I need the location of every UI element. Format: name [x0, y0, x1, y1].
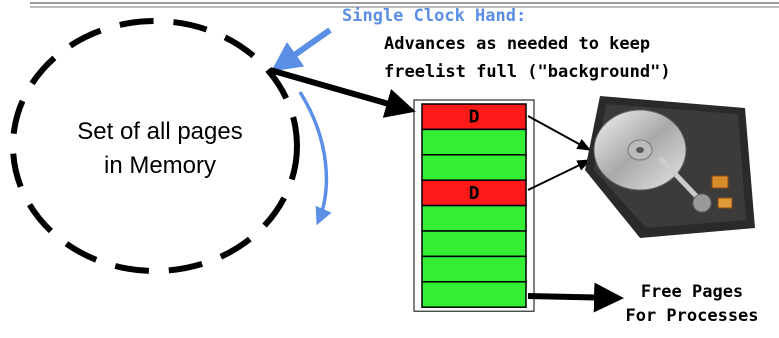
- freelist-slot-6-free: [421, 230, 527, 258]
- clock-hand-description-line2: freelist full ("background"): [384, 62, 671, 82]
- freelist-slot-5-free: [421, 204, 527, 232]
- freelist-slot-7-free: [421, 255, 527, 283]
- free-pages-arrow: [527, 282, 624, 313]
- dirty-writeback-arrow-1: [527, 115, 592, 151]
- freelist-slot-1-mark: D: [469, 107, 480, 128]
- clock-hand-title: Single Clock Hand:: [342, 6, 527, 26]
- to-freelist-arrow: [269, 67, 416, 118]
- freelist-slot-2-free: [421, 128, 527, 156]
- dirty-writeback-arrow-2: [527, 159, 592, 191]
- hard-disk-icon: [585, 96, 755, 238]
- free-pages-label-line1: Free Pages: [640, 282, 744, 302]
- memory-circle: [10, 18, 300, 274]
- freelist-stack: DD: [413, 99, 535, 312]
- clock-sweep-arrow: [298, 91, 332, 226]
- freelist-slot-4-mark: D: [469, 183, 480, 204]
- clock-hand-description-line1: Advances as needed to keep: [384, 34, 651, 54]
- memory-label-line2: in Memory: [103, 152, 217, 179]
- memory-label-line1: Set of all pages: [77, 118, 243, 145]
- free-pages-label-line2: For Processes: [625, 306, 759, 326]
- clock-hand-arrow: [271, 27, 332, 72]
- freelist-outline: [413, 99, 535, 312]
- freelist-slot-3-free: [421, 154, 527, 181]
- header-rule: [30, 2, 779, 8]
- freelist-slot-1-dirty: [421, 103, 527, 131]
- freelist-slot-8-free: [421, 281, 527, 308]
